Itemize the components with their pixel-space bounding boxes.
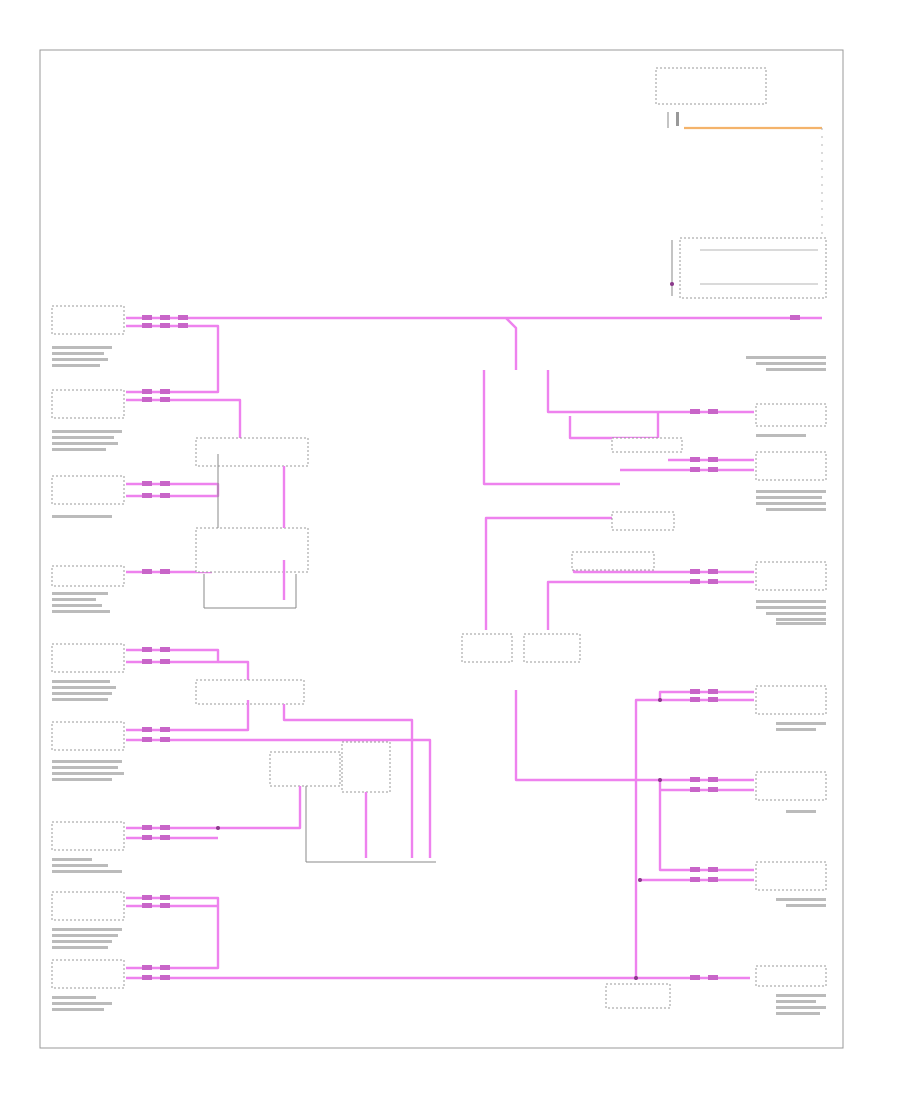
module-right-4 — [755, 685, 827, 715]
wire-center-mid — [484, 516, 616, 630]
module-left-1 — [51, 305, 125, 335]
center-data-connectors — [461, 437, 683, 1009]
data-bus-left-drop-1 — [126, 324, 220, 394]
right-modules — [755, 403, 827, 987]
module-right-3 — [755, 561, 827, 591]
splice-pack-mid-left-2 — [195, 679, 305, 705]
module-right-2 — [755, 451, 827, 481]
module-right-6 — [755, 861, 827, 891]
module-left-9 — [51, 959, 125, 989]
wire-m2-a — [126, 398, 242, 440]
wire-tags — [142, 315, 800, 980]
left-modules — [51, 305, 125, 989]
wire-m7 — [126, 786, 302, 830]
module-left-4 — [51, 565, 125, 587]
right-module-captions — [746, 356, 826, 1015]
module-right-1 — [755, 403, 827, 427]
wire-r4 — [634, 698, 754, 980]
wire-r3-b — [546, 580, 754, 630]
wire-center-left-drop — [482, 370, 620, 486]
module-left-7 — [51, 821, 125, 851]
wire-top-center-drop — [505, 317, 518, 370]
wire-r6 — [658, 780, 754, 872]
wire-r4-b — [658, 690, 754, 700]
wire-m3 — [126, 482, 220, 498]
wire-m6-b — [126, 738, 432, 858]
module-left-6 — [51, 721, 125, 751]
fuse-block — [655, 67, 767, 128]
splice-pack-lower-center — [269, 741, 436, 863]
module-right-5 — [755, 771, 827, 801]
module-left-8 — [51, 891, 125, 921]
module-left-2 — [51, 389, 125, 419]
wire-m8 — [126, 896, 220, 970]
module-left-3 — [51, 475, 125, 505]
wire-r5 — [514, 690, 754, 782]
wire-right-bus-drop — [282, 704, 414, 858]
splice-dots — [634, 698, 662, 980]
wire-m5-b — [218, 660, 250, 688]
wire-r1 — [546, 370, 754, 414]
splice-pack-top — [670, 237, 827, 299]
wire-r1-b — [568, 412, 660, 440]
diagram-frame — [39, 49, 844, 1049]
left-module-captions — [52, 346, 124, 1011]
splice-pack-center-left — [195, 437, 309, 609]
wire-m6 — [126, 700, 250, 732]
wire-m5 — [126, 648, 220, 664]
module-right-7 — [755, 965, 827, 987]
module-left-5 — [51, 643, 125, 673]
